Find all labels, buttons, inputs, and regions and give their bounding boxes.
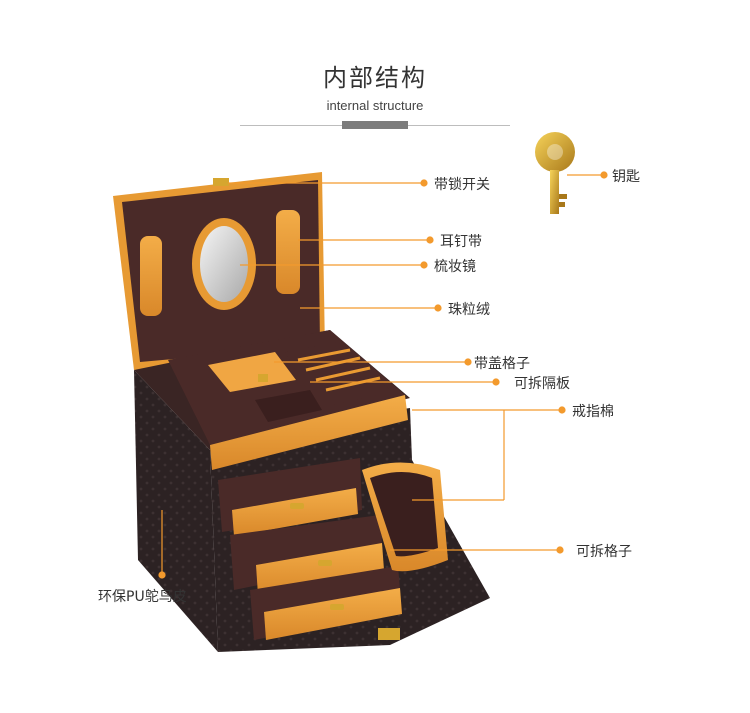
callout-velvet-lining: 珠粒绒 xyxy=(448,302,490,318)
callout-removable-compartment: 可拆格子 xyxy=(576,544,632,560)
title-divider-accent xyxy=(342,121,408,129)
earring-strap-left xyxy=(140,236,162,316)
page-subtitle: internal structure xyxy=(326,98,424,113)
callout-lidded-compartment: 带盖格子 xyxy=(474,356,530,372)
mirror-glass xyxy=(200,226,248,302)
callout-earring-strap: 耳钉带 xyxy=(440,234,482,250)
callout-lock-switch: 带锁开关 xyxy=(434,177,490,193)
callout-ring-cushion: 戒指棉 xyxy=(572,404,614,420)
front-lock-plate xyxy=(378,628,400,640)
key-icon xyxy=(535,132,575,214)
callout-pu-ostrich-leather: 环保PU鸵鸟皮 xyxy=(98,589,187,605)
top-tray xyxy=(168,330,408,470)
lid-lock-plate xyxy=(213,178,229,186)
drawer-3 xyxy=(250,566,402,640)
callout-mirror: 梳妆镜 xyxy=(434,259,476,275)
drawer-2 xyxy=(230,515,384,595)
earring-strap-right xyxy=(276,210,300,294)
ring-cushion-rows xyxy=(255,390,322,422)
drawer-1 xyxy=(218,458,362,536)
removable-compartment-piece xyxy=(362,462,448,572)
page-title: 内部结构 xyxy=(323,64,427,92)
callout-key: 钥匙 xyxy=(612,169,640,185)
callout-leaders xyxy=(158,171,608,579)
callout-removable-divider: 可拆隔板 xyxy=(514,376,570,392)
